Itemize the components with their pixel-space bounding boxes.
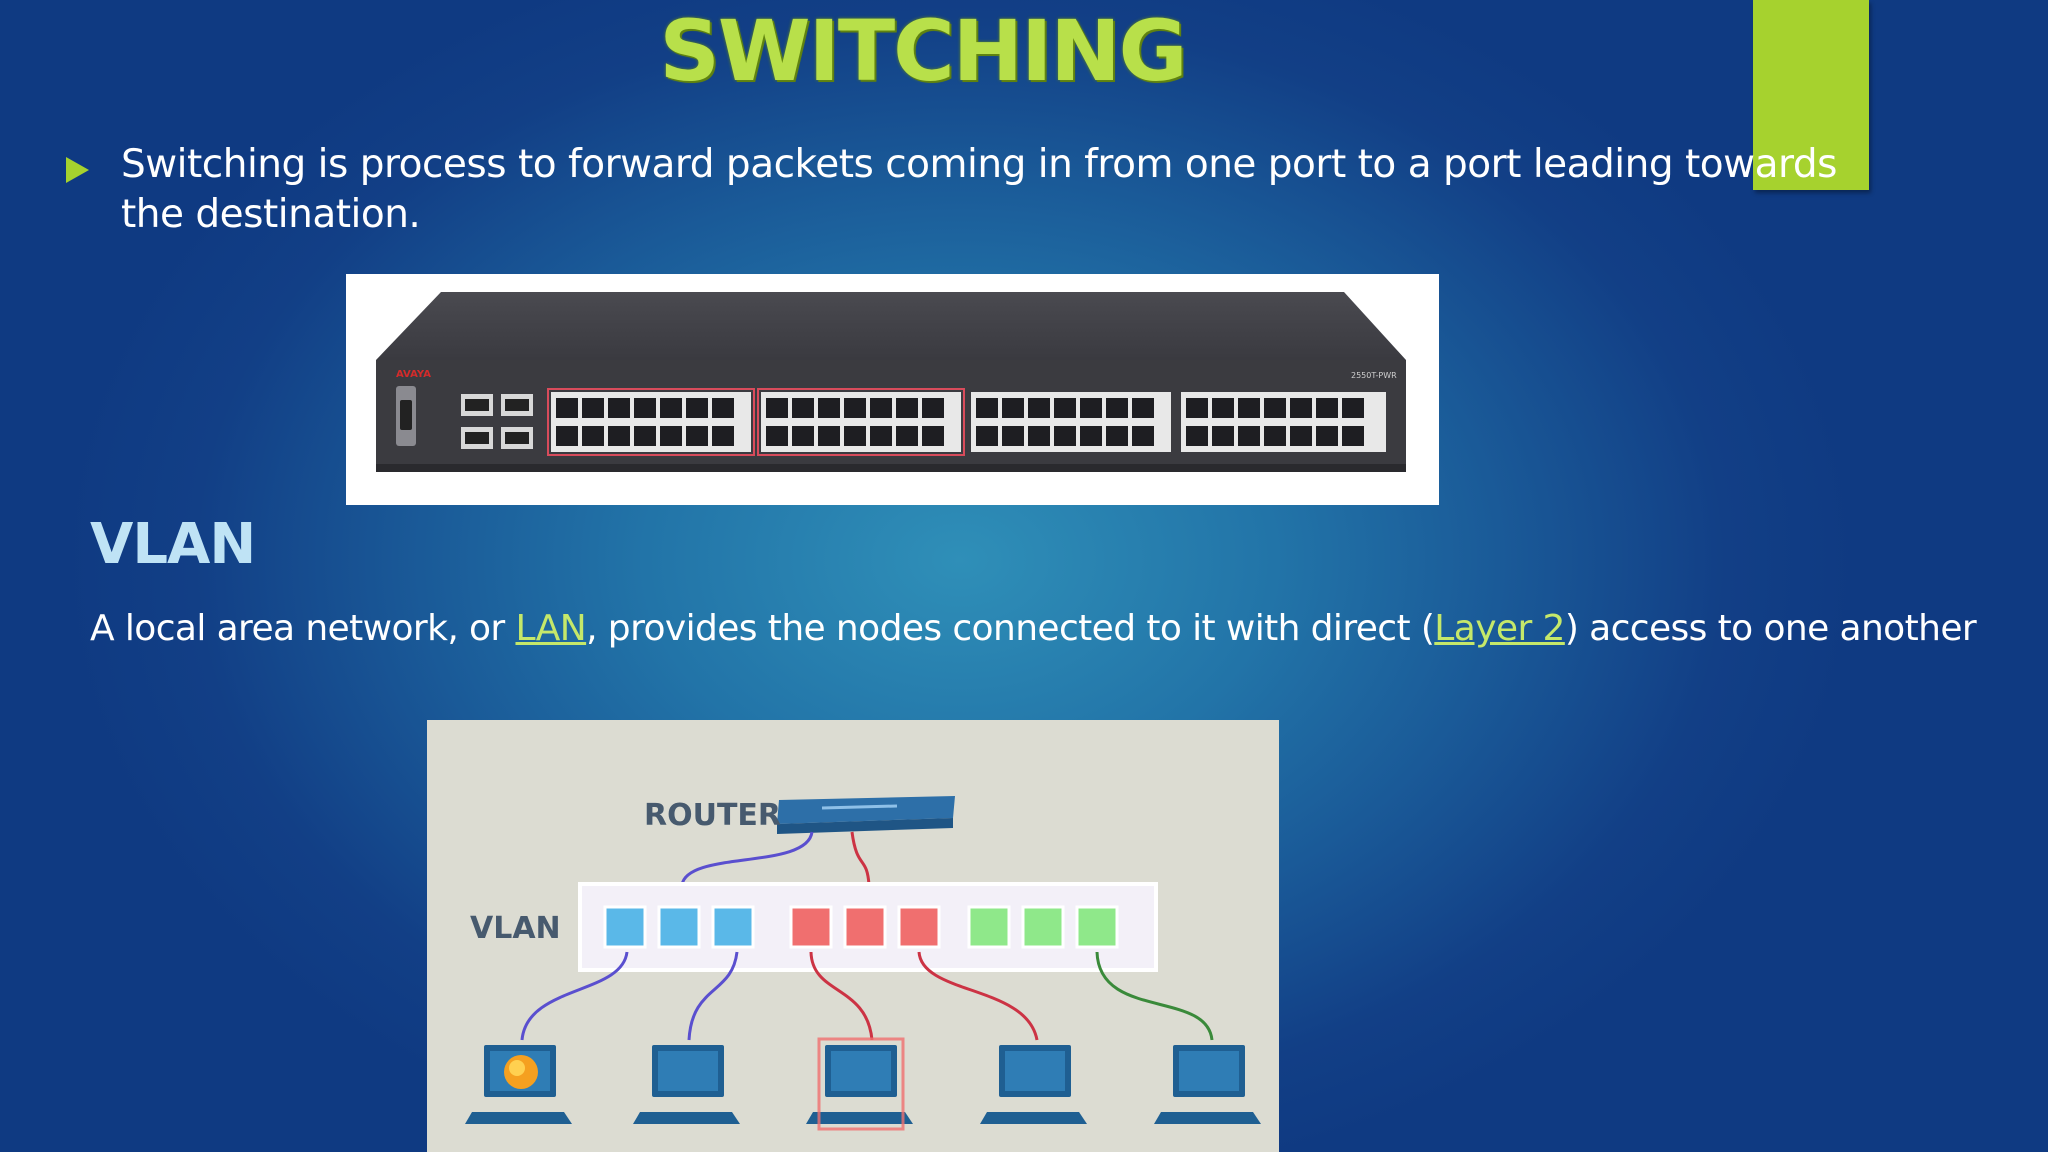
switch-model: 2550T-PWR xyxy=(1351,371,1397,380)
bullet-arrow-icon xyxy=(66,157,89,183)
vlan-diagram-image: ROUTER VLAN xyxy=(465,796,1261,1131)
body-text-part3: ) access to one another xyxy=(1564,608,1977,649)
accent-bar xyxy=(1753,0,1869,190)
bullet-text: Switching is process to forward packets … xyxy=(121,142,1837,237)
network-switch-image: AVAYA 2550T-PWR xyxy=(376,292,1406,472)
bullet-item: Switching is process to forward packets … xyxy=(66,140,1846,240)
lan-link[interactable]: LAN xyxy=(515,608,587,649)
vlan-description: A local area network, or LAN, provides t… xyxy=(90,608,2020,649)
body-text-part1: A local area network, or xyxy=(90,608,516,649)
vlan-diagram: ROUTER VLAN xyxy=(427,720,1279,1152)
router-label: ROUTER xyxy=(644,798,781,833)
switch-brand: AVAYA xyxy=(396,369,431,380)
layer2-link[interactable]: Layer 2 xyxy=(1434,608,1565,649)
body-text-part2: , provides the nodes connected to it wit… xyxy=(586,608,1435,649)
vlan-label: VLAN xyxy=(470,911,561,946)
switch-photo: AVAYA 2550T-PWR xyxy=(346,274,1439,505)
slide-title: SWITCHING xyxy=(659,2,1187,100)
section-heading-vlan: VLAN xyxy=(90,512,256,577)
